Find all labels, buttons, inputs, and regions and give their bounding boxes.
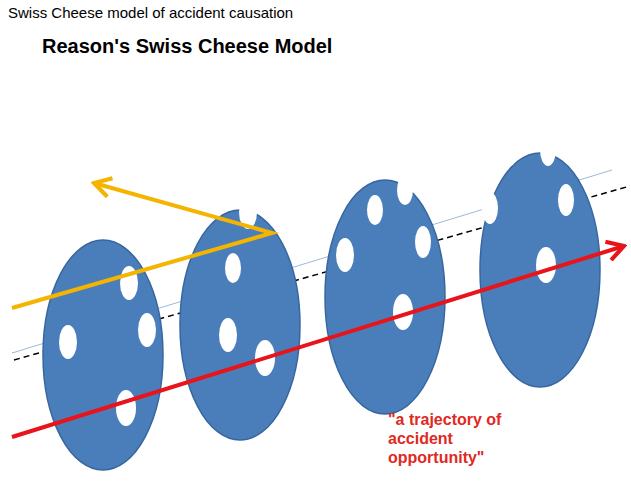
- title-text-box: Reason's Swiss Cheese Model: [42, 34, 332, 58]
- cheese-slice: [325, 175, 445, 414]
- cheese-slice: [43, 240, 163, 470]
- caption-text: Swiss Cheese model of accident causation: [8, 4, 293, 22]
- caption-text-box: Swiss Cheese model of accident causation: [8, 4, 293, 22]
- cheese-slice: [180, 195, 300, 440]
- title-text: Reason's Swiss Cheese Model: [42, 34, 332, 58]
- accident-trajectory: [12, 246, 624, 437]
- trajectory-label-box: "a trajectory of accident opportunity": [388, 410, 520, 468]
- blocked-trajectory: [12, 183, 272, 308]
- trajectory-label: "a trajectory of accident opportunity": [388, 410, 520, 468]
